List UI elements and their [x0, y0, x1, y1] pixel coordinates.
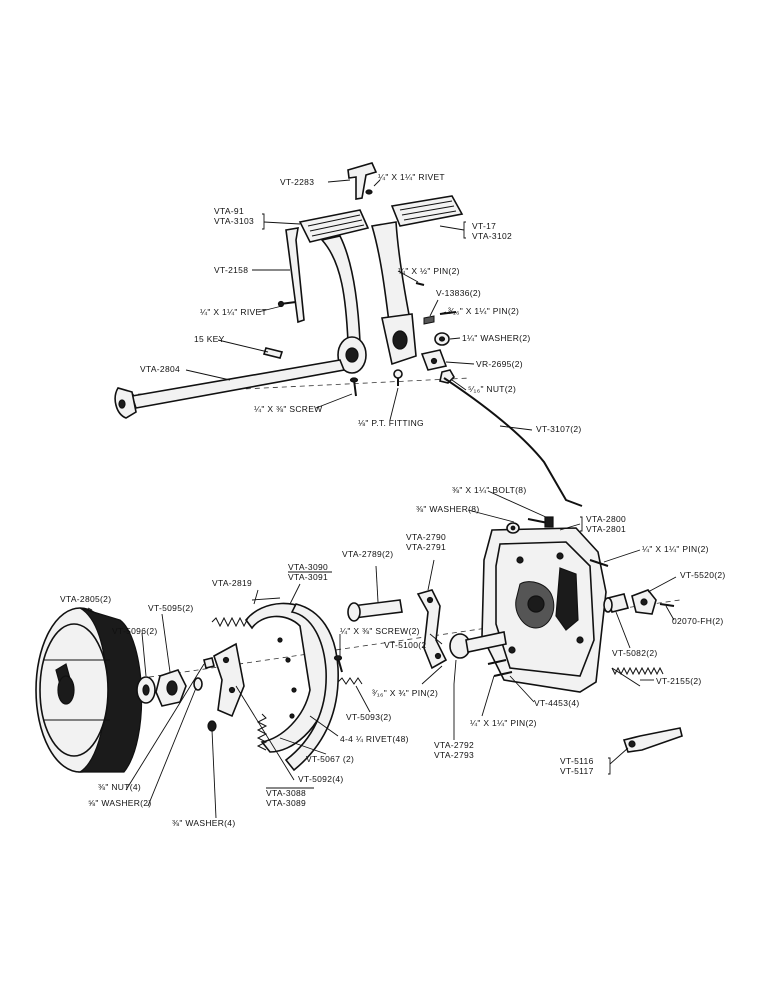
label-vta2819: VTA-2819 — [212, 578, 252, 588]
label-vt5096: VT-5096(2) — [112, 626, 158, 636]
backing-plate-vta2800 — [481, 527, 607, 693]
rivet-left — [277, 300, 297, 308]
bushing-vt5082 — [603, 593, 629, 613]
label-vr2695: VR-2695(2) — [476, 359, 523, 369]
label-washer-1-quarter: 1¼" WASHER(2) — [462, 333, 530, 343]
plate-vta2819 — [213, 642, 245, 718]
label-vt5095: VT-5095(2) — [148, 603, 194, 613]
label-nut-4: ⅜" NUT(4) — [98, 782, 141, 792]
label-pin-quarter-half: ¼" X ½" PIN(2) — [398, 266, 460, 276]
key-15 — [262, 347, 284, 359]
nut-top — [439, 369, 455, 384]
label-pin-3-16-b: ³⁄₁₆" X ¾" PIN(2) — [372, 688, 438, 698]
label-vt3107: VT-3107(2) — [536, 424, 582, 434]
label-vt5100: VT-5100(2 — [384, 640, 426, 650]
label-v13836: V-13836(2) — [436, 288, 481, 298]
label-vt2158: VT-2158 — [214, 265, 248, 275]
washer-4 — [207, 720, 217, 732]
label-pin-lower: ¼" X 1¼" PIN(2) — [470, 718, 537, 728]
brake-pedal-right — [370, 195, 464, 366]
pin-02070 — [659, 603, 675, 607]
label-vt17: VT-17 — [472, 221, 496, 231]
washer-8 — [506, 522, 520, 534]
linkage-rod-vt3107 — [443, 377, 583, 507]
bolt-8 — [527, 516, 554, 528]
label-pt-fitting: ⅛" P.T. FITTING — [358, 418, 424, 428]
label-vt5067: VT-5067 (2) — [306, 754, 354, 764]
label-bolt-8: ⅜" X 1¼" BOLT(8) — [452, 485, 526, 495]
label-pin-right: ¼" X 1¼" PIN(2) — [642, 544, 709, 554]
label-key-15: 15 KEY — [194, 334, 225, 344]
label-vt2155: VT-2155(2) — [656, 676, 702, 686]
nut-4 — [203, 657, 215, 669]
label-vta2805: VTA-2805(2) — [60, 594, 111, 604]
cross-shaft-vta2804 — [114, 359, 346, 419]
brake-shoe-vta3090 — [244, 602, 339, 772]
label-vt5082: VT-5082(2) — [612, 648, 658, 658]
label-washer-2: ⅝" WASHER(2) — [88, 798, 151, 808]
rivet-small-top — [365, 189, 373, 195]
pin-small — [415, 282, 425, 286]
label-vt5520-text: VT-5520(2) — [680, 570, 726, 580]
screw-top — [349, 377, 359, 397]
spring-vt2155 — [611, 666, 664, 687]
label-washer-4: ⅜" WASHER(4) — [172, 818, 235, 828]
washer-5-8 — [193, 677, 203, 691]
brake-pedal-left — [298, 209, 370, 374]
label-pin-3-16: ³⁄₁₆" X 1¼" PIN(2) — [448, 306, 519, 316]
label-fh02070: 02070-FH(2) — [672, 616, 724, 626]
label-vta3088: VTA-3088 — [266, 788, 306, 798]
spring-vt5093 — [337, 677, 363, 685]
cam-vta2792 — [449, 631, 507, 659]
spring-upper-shoe — [211, 616, 249, 628]
label-vta2800: VTA-2800 — [586, 514, 626, 524]
washer-vt5096 — [136, 676, 156, 704]
lever-vt5520 — [631, 589, 657, 615]
label-vta2801: VTA-2801 — [586, 524, 626, 534]
leader-lines — [87, 179, 677, 819]
label-rivet-quarter-top: ¼" X 1¼" RIVET — [378, 172, 445, 182]
pedal-pad-vt2283 — [347, 162, 378, 200]
rod-vt2158 — [285, 227, 305, 324]
label-rivet-left: ¼" X 1¼" RIVET — [200, 307, 267, 317]
pin-3-16 — [439, 311, 457, 315]
label-vt5117: VT-5117 — [560, 766, 594, 776]
pt-fitting — [393, 369, 403, 386]
clevis-vr2695 — [420, 349, 448, 371]
label-vta2804: VTA-2804 — [140, 364, 180, 374]
cam-lever-vta2790 — [416, 589, 448, 670]
anchor-pin-vta2789 — [347, 599, 403, 622]
label-vta3091: VTA-3091 — [288, 572, 328, 582]
label-washer-8: ⅜" WASHER(8) — [416, 504, 479, 514]
label-vta3090: VTA-3090 — [288, 562, 328, 572]
label-vt4453: VT-4453(4) — [534, 698, 580, 708]
label-vt2283: VT-2283 — [280, 177, 314, 187]
label-vt5116: VT-5116 — [560, 756, 594, 766]
screw-mid — [333, 655, 343, 673]
cotter-v13836 — [423, 315, 435, 325]
label-vta2793: VTA-2793 — [434, 750, 474, 760]
label-vta2789: VTA-2789(2) — [342, 549, 393, 559]
label-vta3103: VTA-3103 — [214, 216, 254, 226]
label-vta91: VTA-91 — [214, 206, 244, 216]
lever-vt5116 — [622, 727, 683, 753]
washer-1-quarter — [434, 332, 450, 346]
label-screw-mid: ¼" X ⅜" SCREW(2) — [340, 626, 420, 636]
spring-vt5067 — [256, 713, 268, 751]
pin-vt4453 — [487, 659, 513, 677]
label-vta3089: VTA-3089 — [266, 798, 306, 808]
label-vta2792: VTA-2792 — [434, 740, 474, 750]
label-vt5092: VT-5092(4) — [298, 774, 344, 784]
label-vt5093: VT-5093(2) — [346, 712, 392, 722]
pin-right-upper — [589, 559, 609, 567]
label-rivet-48: 4-4 ¼ RIVET(48) — [340, 734, 409, 744]
label-screw-top: ¼" X ⅜" SCREW — [254, 404, 323, 414]
brake-drum-vta2805 — [35, 607, 143, 773]
label-vta2790: VTA-2790 — [406, 532, 446, 542]
label-nut-top: ⁵⁄₁₆" NUT(2) — [468, 384, 516, 394]
label-vta2791: VTA-2791 — [406, 542, 446, 552]
label-vta3102: VTA-3102 — [472, 231, 512, 241]
